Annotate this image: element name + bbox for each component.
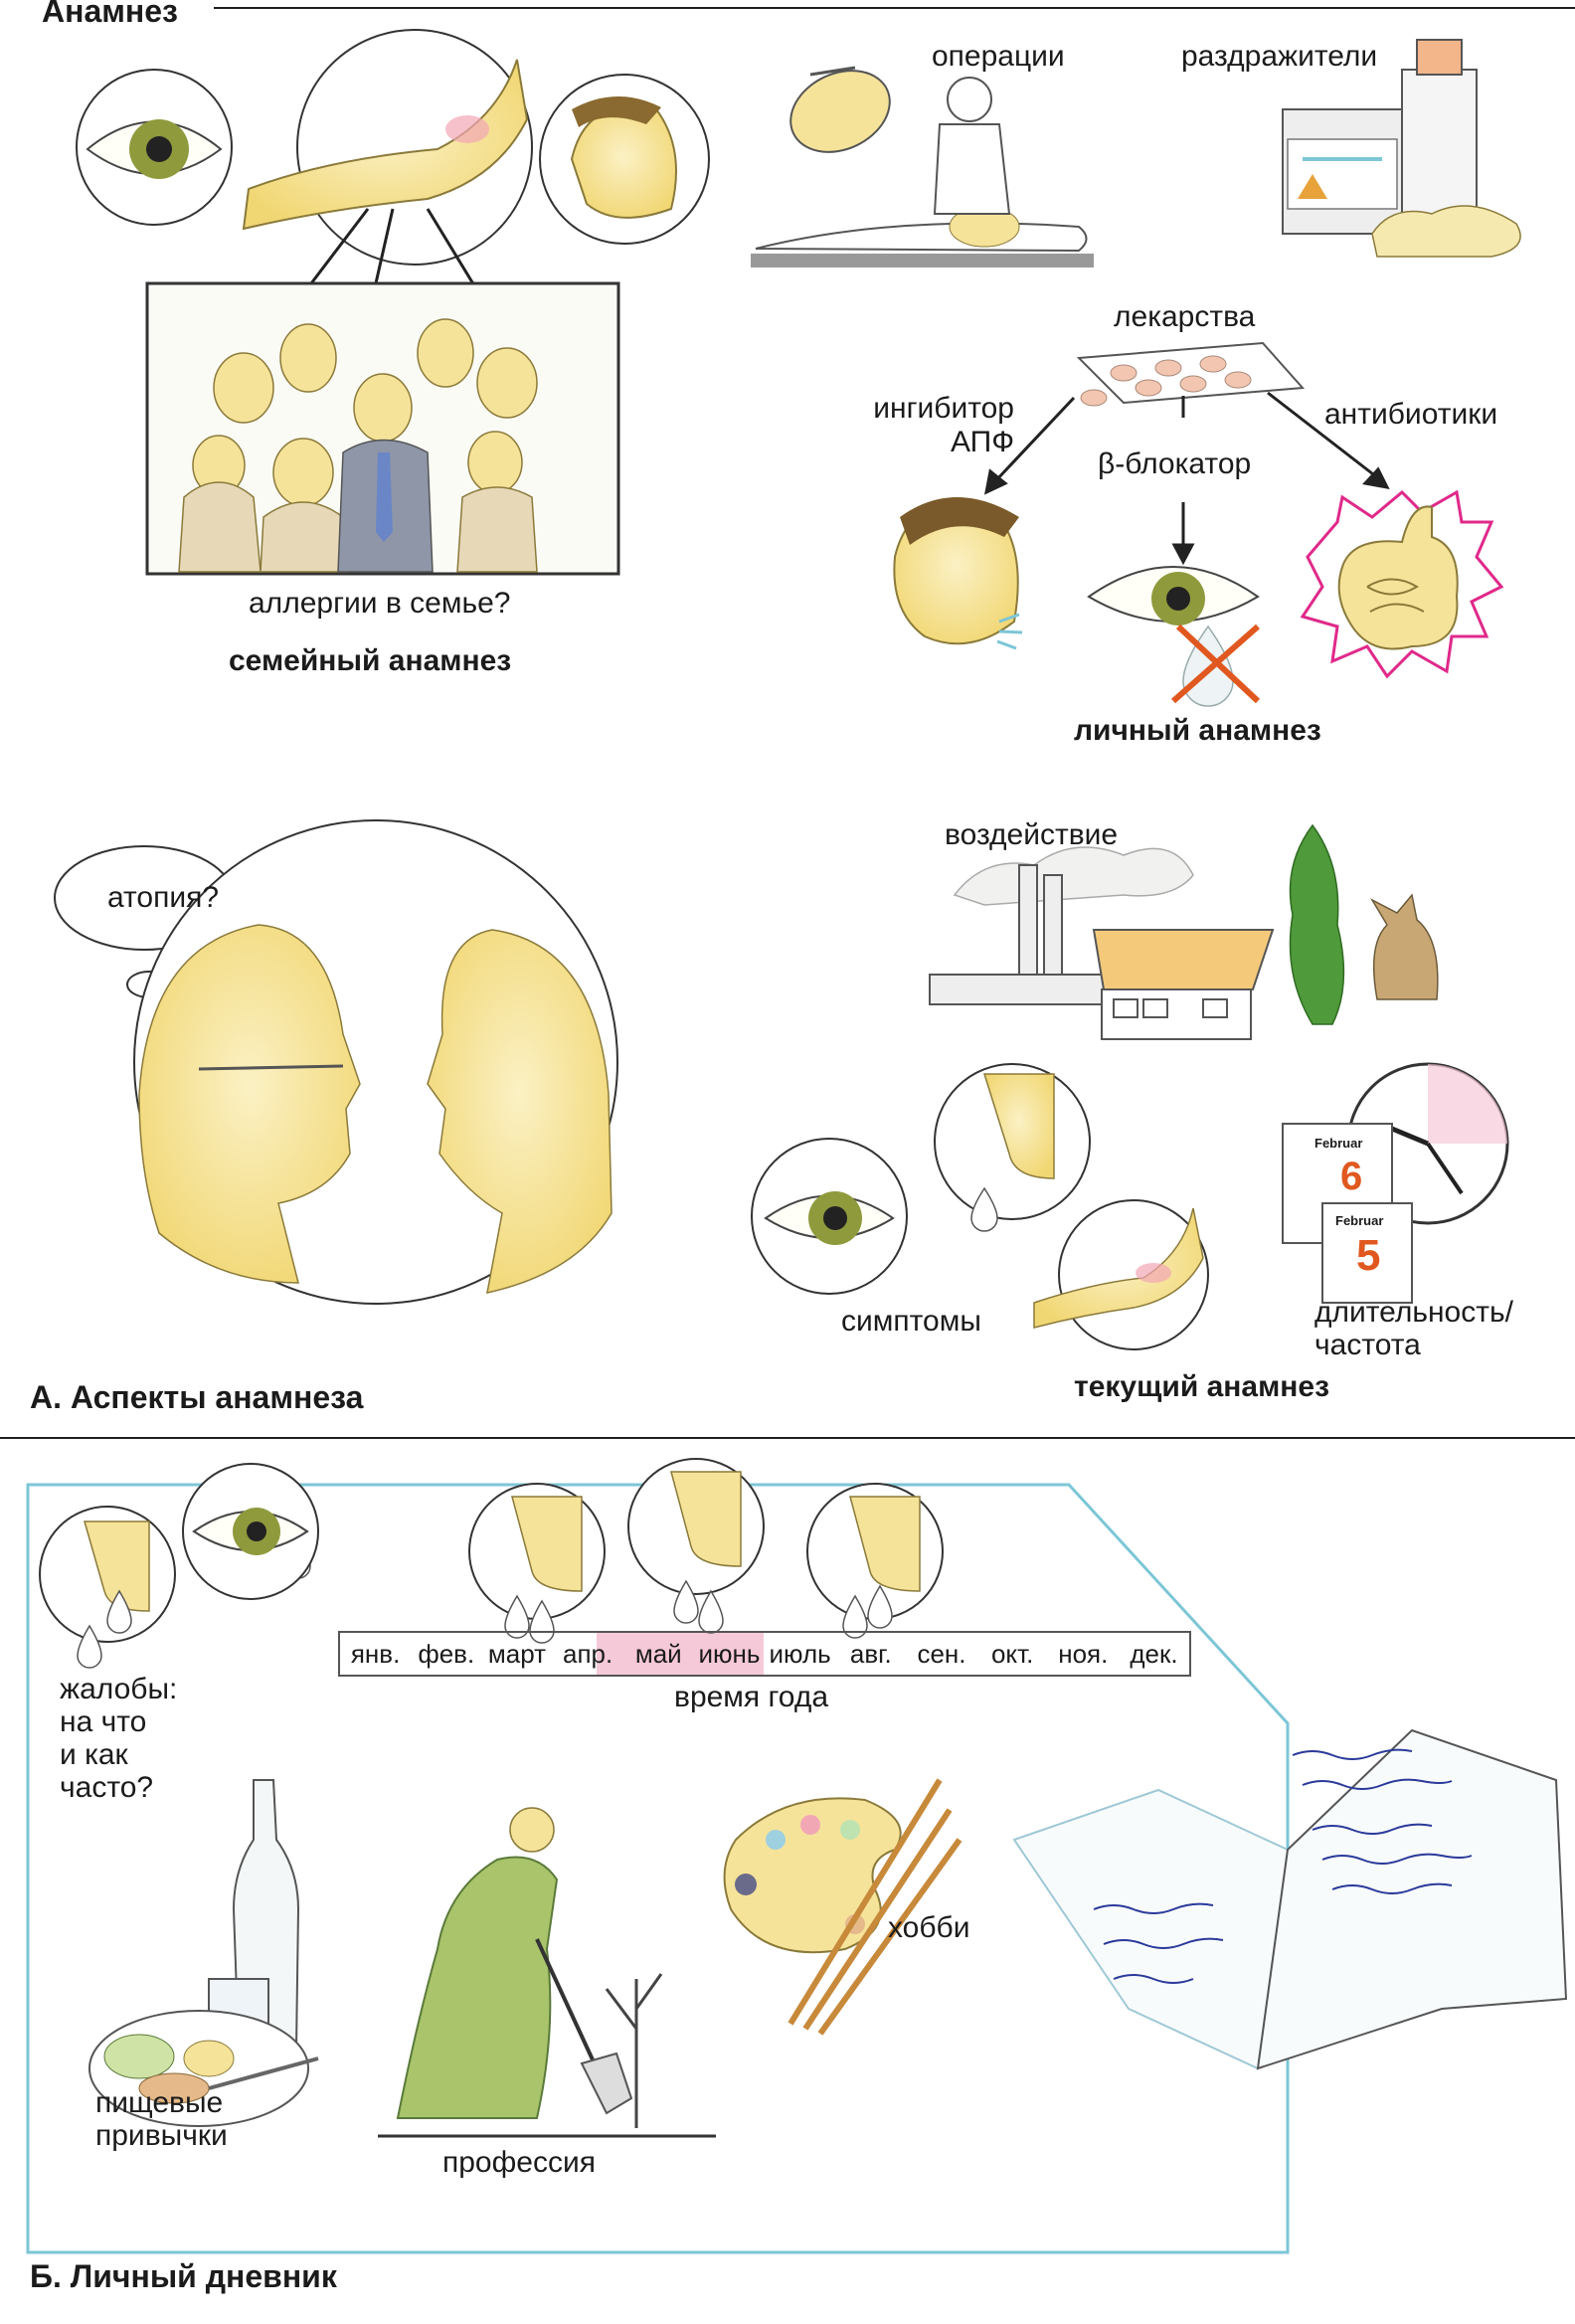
duration-frequency-label: длительность/ частота [1314,1296,1513,1361]
page-title: Анамнез [42,0,178,29]
month-aug: авг. [849,1639,892,1669]
irritants-label: раздражители [1181,40,1378,73]
month-mar: март [487,1639,546,1669]
months-strip: янв. фев. март апр. май июнь июль авг. с… [338,1631,1191,1677]
operation-scene [751,66,1094,268]
face-cough-ace [893,497,1023,650]
irritants-scene [1282,39,1521,258]
operations-label: операции [932,40,1065,73]
family-allergy-question: аллергии в семье? [249,587,511,620]
eye-circle-top-left [76,69,233,226]
month-feb: фев. [418,1639,475,1669]
month-may: май [634,1639,682,1669]
noses [84,1471,921,1612]
clock-and-calendar [1282,1062,1509,1304]
arm-rash-circle [242,29,533,266]
month-oct: окт. [990,1639,1034,1669]
section-a-caption: А. Аспекты анамнеза [30,1379,364,1415]
family-history-title: семейный анамнез [229,644,512,677]
factory-house [929,846,1275,1040]
gardener [378,1807,716,2138]
exposure-label: воздействие [945,818,1119,851]
atopy-thought-text: атопия? [107,881,220,914]
month-jul: июль [769,1639,831,1669]
hobby-label: хобби [888,1911,970,1944]
section-a-frame [0,7,1575,1439]
eye-circle-diary [182,1463,319,1600]
calendar-month-bottom: Februar [1335,1213,1384,1228]
arm-circle-symptoms [1033,1199,1209,1350]
calendar-day-bottom: 5 [1356,1231,1381,1280]
diary-book [1012,1728,1568,2070]
calendar-day-top: 6 [1340,1155,1363,1198]
food-habits-label: пищевые привычки [95,2086,228,2152]
month-dec: дек. [1130,1639,1178,1669]
eye-blocked [1087,566,1261,707]
complaints-label: жалобы: на что и как часто? [60,1673,178,1804]
eye-circle-symptoms [751,1138,908,1295]
nose-circle-symptoms [934,1063,1091,1232]
calendar-month-top: Februar [1314,1136,1363,1151]
drug-arrows [983,391,1390,566]
month-highlight [597,1633,764,1675]
month-sep: сен. [917,1639,966,1669]
section-b-caption: Б. Личный дневник [30,2258,337,2294]
month-jun: июнь [698,1639,761,1669]
doctor-patient-circle [133,819,618,1305]
palette-brushes [723,1778,962,2036]
ace-inhibitor-label: ингибитор АПФ [873,392,1014,458]
month-apr: апр. [562,1639,613,1669]
season-label: время года [674,1681,829,1713]
plant-and-cat [1289,823,1439,1025]
antibiotics-label: антибиотики [1324,398,1498,431]
food-and-drink [88,1779,319,2127]
symptoms-label: симптомы [841,1305,981,1338]
nose-drop-circles [39,1458,944,1643]
irritated-intestine [1300,489,1504,679]
month-nov: ноя. [1058,1639,1109,1669]
month-jan: янв. [350,1639,401,1669]
personal-history-title: личный анамнез [1074,714,1321,747]
drugs-label: лекарства [1114,300,1256,333]
family-photo [145,281,620,576]
face-cough-circle [539,74,710,245]
beta-blocker-label: β-блокатор [1098,447,1252,480]
profession-label: профессия [442,2146,596,2179]
pill-blister [1076,341,1306,407]
current-history-title: текущий анамнез [1074,1370,1330,1403]
